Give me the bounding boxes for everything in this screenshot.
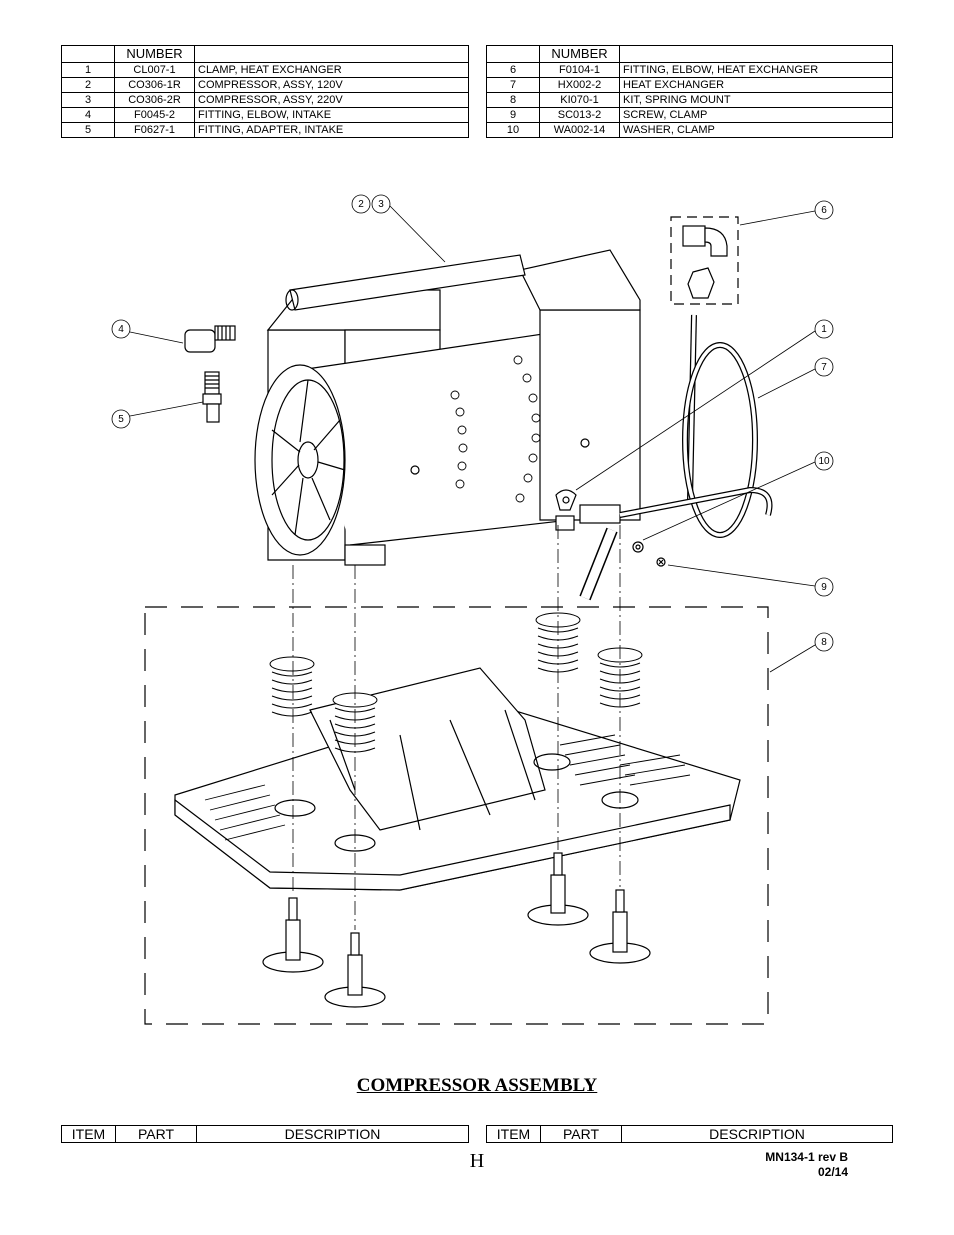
exploded-assembly-drawing: 2 3 6 4 1 7 5 10 9 8 — [111, 194, 834, 1025]
mount-bolts — [262, 852, 651, 1008]
header-item: ITEM — [486, 1125, 541, 1143]
description-cell: FITTING, ELBOW, INTAKE — [194, 107, 469, 123]
table-row: 7 HX002-2 HEAT EXCHANGER — [486, 77, 893, 93]
part-cell: SC013-2 — [539, 107, 620, 123]
part-cell: WA002-14 — [539, 122, 620, 138]
table-row: 8 KI070-1 KIT, SPRING MOUNT — [486, 92, 893, 108]
item-cell: 7 — [486, 77, 540, 93]
description-cell: KIT, SPRING MOUNT — [619, 92, 893, 108]
parts-table-header-right: ITEM PART DESCRIPTION — [486, 1125, 893, 1143]
description-cell: CLAMP, HEAT EXCHANGER — [194, 62, 469, 78]
item-cell: 1 — [61, 62, 115, 78]
part-cell: F0104-1 — [539, 62, 620, 78]
part-cell: F0627-1 — [114, 122, 195, 138]
table-row: 4 F0045-2 FITTING, ELBOW, INTAKE — [61, 107, 469, 123]
table-row: 10 WA002-14 WASHER, CLAMP — [486, 122, 893, 138]
header-description: DESCRIPTION — [196, 1125, 469, 1143]
callout-label: 7 — [821, 362, 827, 373]
callout-label: 8 — [821, 637, 827, 648]
table-row: 3 CO306-2R COMPRESSOR, ASSY, 220V — [61, 92, 469, 108]
item-cell: 5 — [61, 122, 115, 138]
header-item — [61, 45, 115, 63]
document-reference: MN134-1 rev B 02/14 — [765, 1150, 848, 1180]
intake-adapter-fitting — [202, 371, 222, 423]
parts-table-left: NUMBER 1 CL007-1 CLAMP, HEAT EXCHANGER 2… — [61, 45, 469, 138]
spring-mounts — [269, 612, 643, 753]
heat-exchanger — [579, 314, 773, 601]
callout-label: 1 — [821, 324, 827, 335]
intake-elbow-fitting — [184, 325, 236, 353]
base-plate — [174, 667, 741, 891]
item-cell: 9 — [486, 107, 540, 123]
header-part-number: NUMBER — [114, 45, 195, 63]
item-cell: 10 — [486, 122, 540, 138]
description-cell: FITTING, ADAPTER, INTAKE — [194, 122, 469, 138]
table-header-row: NUMBER — [61, 45, 469, 63]
part-cell: HX002-2 — [539, 77, 620, 93]
table-row: 2 CO306-1R COMPRESSOR, ASSY, 120V — [61, 77, 469, 93]
page-title: COMPRESSOR ASSEMBLY — [0, 1075, 954, 1097]
table-header-row: NUMBER — [486, 45, 893, 63]
description-cell: COMPRESSOR, ASSY, 220V — [194, 92, 469, 108]
table-row: 6 F0104-1 FITTING, ELBOW, HEAT EXCHANGER — [486, 62, 893, 78]
header-description — [619, 45, 893, 63]
part-cell: F0045-2 — [114, 107, 195, 123]
header-description: DESCRIPTION — [621, 1125, 893, 1143]
description-cell: SCREW, CLAMP — [619, 107, 893, 123]
header-part: PART — [115, 1125, 197, 1143]
part-cell: CL007-1 — [114, 62, 195, 78]
table-row: 1 CL007-1 CLAMP, HEAT EXCHANGER — [61, 62, 469, 78]
spring-mount-kit-boundary — [144, 606, 769, 1025]
compressor-body — [254, 249, 641, 566]
parts-table-header-left: ITEM PART DESCRIPTION — [61, 1125, 469, 1143]
header-description — [194, 45, 469, 63]
header-item: ITEM — [61, 1125, 116, 1143]
callout-label: 4 — [118, 324, 124, 335]
item-cell: 3 — [61, 92, 115, 108]
table-row: 5 F0627-1 FITTING, ADAPTER, INTAKE — [61, 122, 469, 138]
description-cell: COMPRESSOR, ASSY, 120V — [194, 77, 469, 93]
page-letter: H — [469, 1150, 485, 1172]
alignment-lines — [292, 525, 621, 930]
description-cell: WASHER, CLAMP — [619, 122, 893, 138]
callouts: 2 3 6 4 1 7 5 10 9 8 — [111, 194, 834, 673]
part-cell: CO306-2R — [114, 92, 195, 108]
callout-label: 6 — [821, 205, 827, 216]
item-cell: 2 — [61, 77, 115, 93]
header-item — [486, 45, 540, 63]
callout-label: 10 — [818, 456, 830, 467]
doc-ref-line1: MN134-1 rev B — [765, 1150, 848, 1164]
callout-label: 9 — [821, 582, 827, 593]
item-cell: 8 — [486, 92, 540, 108]
item-cell: 6 — [486, 62, 540, 78]
clamp-parts — [555, 489, 666, 567]
parts-table-right: NUMBER 6 F0104-1 FITTING, ELBOW, HEAT EX… — [486, 45, 893, 138]
header-part: PART — [540, 1125, 622, 1143]
table-row: 9 SC013-2 SCREW, CLAMP — [486, 107, 893, 123]
callout-label: 3 — [378, 199, 384, 210]
description-cell: HEAT EXCHANGER — [619, 77, 893, 93]
description-cell: FITTING, ELBOW, HEAT EXCHANGER — [619, 62, 893, 78]
heat-exchanger-elbow-fitting — [670, 216, 739, 305]
part-cell: KI070-1 — [539, 92, 620, 108]
part-cell: CO306-1R — [114, 77, 195, 93]
header-part-number: NUMBER — [539, 45, 620, 63]
page-title-text: COMPRESSOR ASSEMBLY — [356, 1075, 598, 1096]
callout-label: 5 — [118, 414, 124, 425]
doc-ref-line2: 02/14 — [817, 1165, 848, 1179]
item-cell: 4 — [61, 107, 115, 123]
callout-label: 2 — [358, 199, 364, 210]
